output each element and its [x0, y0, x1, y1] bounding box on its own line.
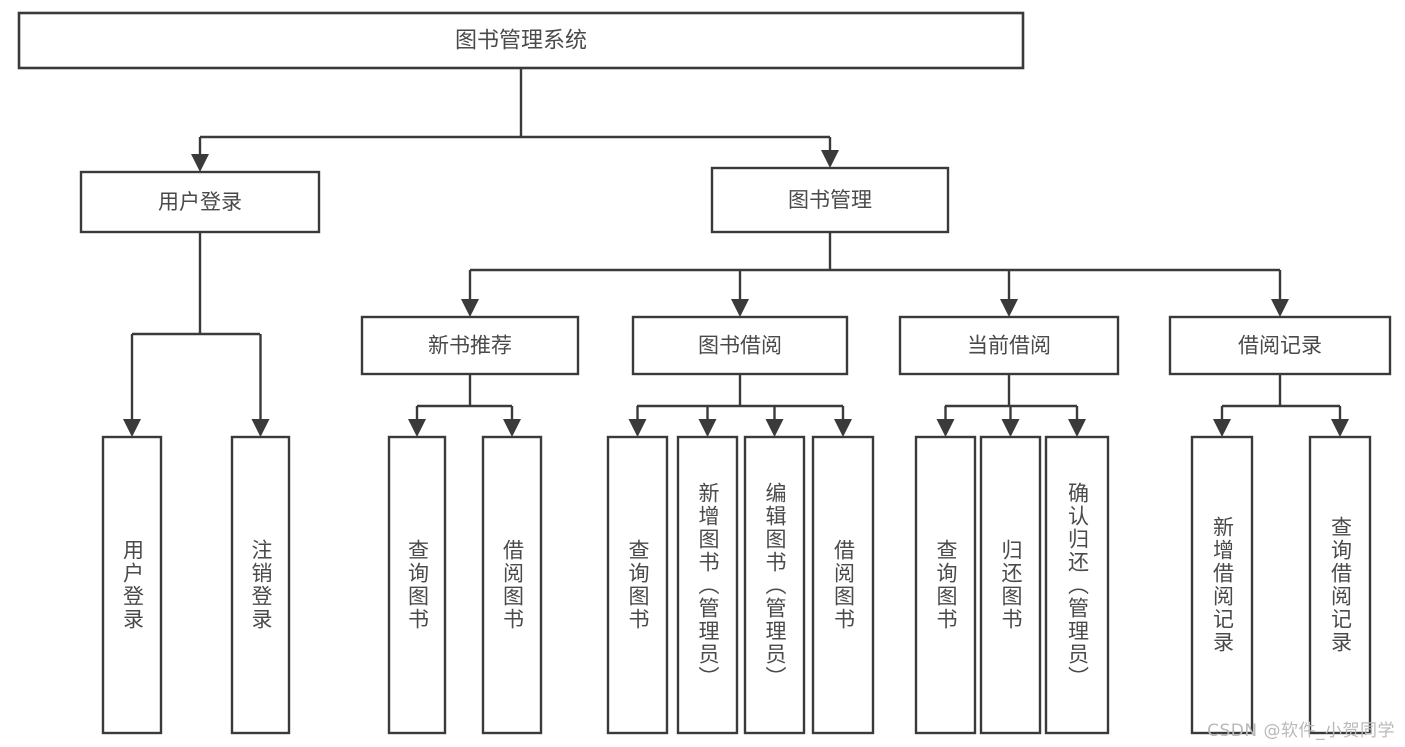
leaf-node-1-box[interactable] [230, 435, 291, 735]
leaf-node-11-box[interactable] [1190, 435, 1254, 735]
leaf-node-0-box[interactable] [101, 435, 163, 735]
level1-node-1-label: 图书管理 [788, 188, 872, 212]
arrow-to-leaf-2-head [408, 419, 426, 437]
leaf-node-6-box[interactable] [743, 435, 806, 735]
level1-node-0-label: 用户登录 [158, 190, 242, 214]
level2-node-2-label: 当前借阅 [967, 334, 1051, 358]
leaf-node-3-box[interactable] [481, 435, 543, 735]
arrow-to-level2-0-head [461, 299, 479, 317]
arrow-to-leaf-11-head [1213, 419, 1231, 437]
arrow-to-leaf-0-head [123, 419, 141, 437]
arrow-to-leaf-3-head [503, 419, 521, 437]
arrow-to-leaf-9-head [1001, 419, 1020, 437]
arrow-to-level1-0-head [191, 154, 209, 172]
leaf-node-7-box[interactable] [811, 435, 875, 735]
root-node-label: 图书管理系统 [455, 29, 587, 54]
arrow-to-leaf-10-head [1068, 419, 1086, 437]
arrow-to-leaf-5-head [698, 419, 717, 437]
connectors-layer [123, 68, 1349, 437]
arrow-to-leaf-7-head [834, 419, 852, 437]
arrow-to-level2-2-head [1000, 299, 1018, 317]
arrow-to-leaf-6-head [765, 419, 784, 437]
level2-node-1-box[interactable] [631, 315, 849, 376]
level2-node-0-label: 新书推荐 [428, 334, 512, 358]
arrow-to-leaf-4-head [628, 419, 647, 437]
level2-node-0-box[interactable] [360, 315, 580, 376]
level1-node-1-box[interactable] [710, 166, 950, 234]
leaf-node-4-box[interactable] [606, 435, 669, 735]
arrow-to-level2-3-head [1271, 299, 1289, 317]
arrow-to-leaf-8-head [936, 419, 955, 437]
level1-node-0-box[interactable] [79, 170, 321, 234]
arrow-to-leaf-1-head [251, 419, 270, 437]
watermark-text: CSDN @软件_小贺同学 [1207, 721, 1395, 741]
boxes-layer [17, 11, 1392, 735]
leaf-node-10-box[interactable] [1044, 435, 1110, 735]
root-node-box[interactable] [17, 11, 1025, 70]
level2-node-1-label: 图书借阅 [698, 334, 782, 358]
level2-node-2-box[interactable] [898, 315, 1120, 376]
leaf-node-12-box[interactable] [1308, 435, 1372, 735]
arrow-to-leaf-12-head [1331, 419, 1349, 437]
leaf-node-9-box[interactable] [979, 435, 1042, 735]
arrow-to-level1-1-head [821, 150, 839, 168]
level2-node-3-box[interactable] [1168, 315, 1392, 376]
leaf-node-2-box[interactable] [387, 435, 447, 735]
level2-node-3-label: 借阅记录 [1238, 334, 1322, 358]
leaf-node-8-box[interactable] [914, 435, 977, 735]
arrow-to-level2-1-head [731, 299, 749, 317]
leaf-node-5-box[interactable] [676, 435, 739, 735]
